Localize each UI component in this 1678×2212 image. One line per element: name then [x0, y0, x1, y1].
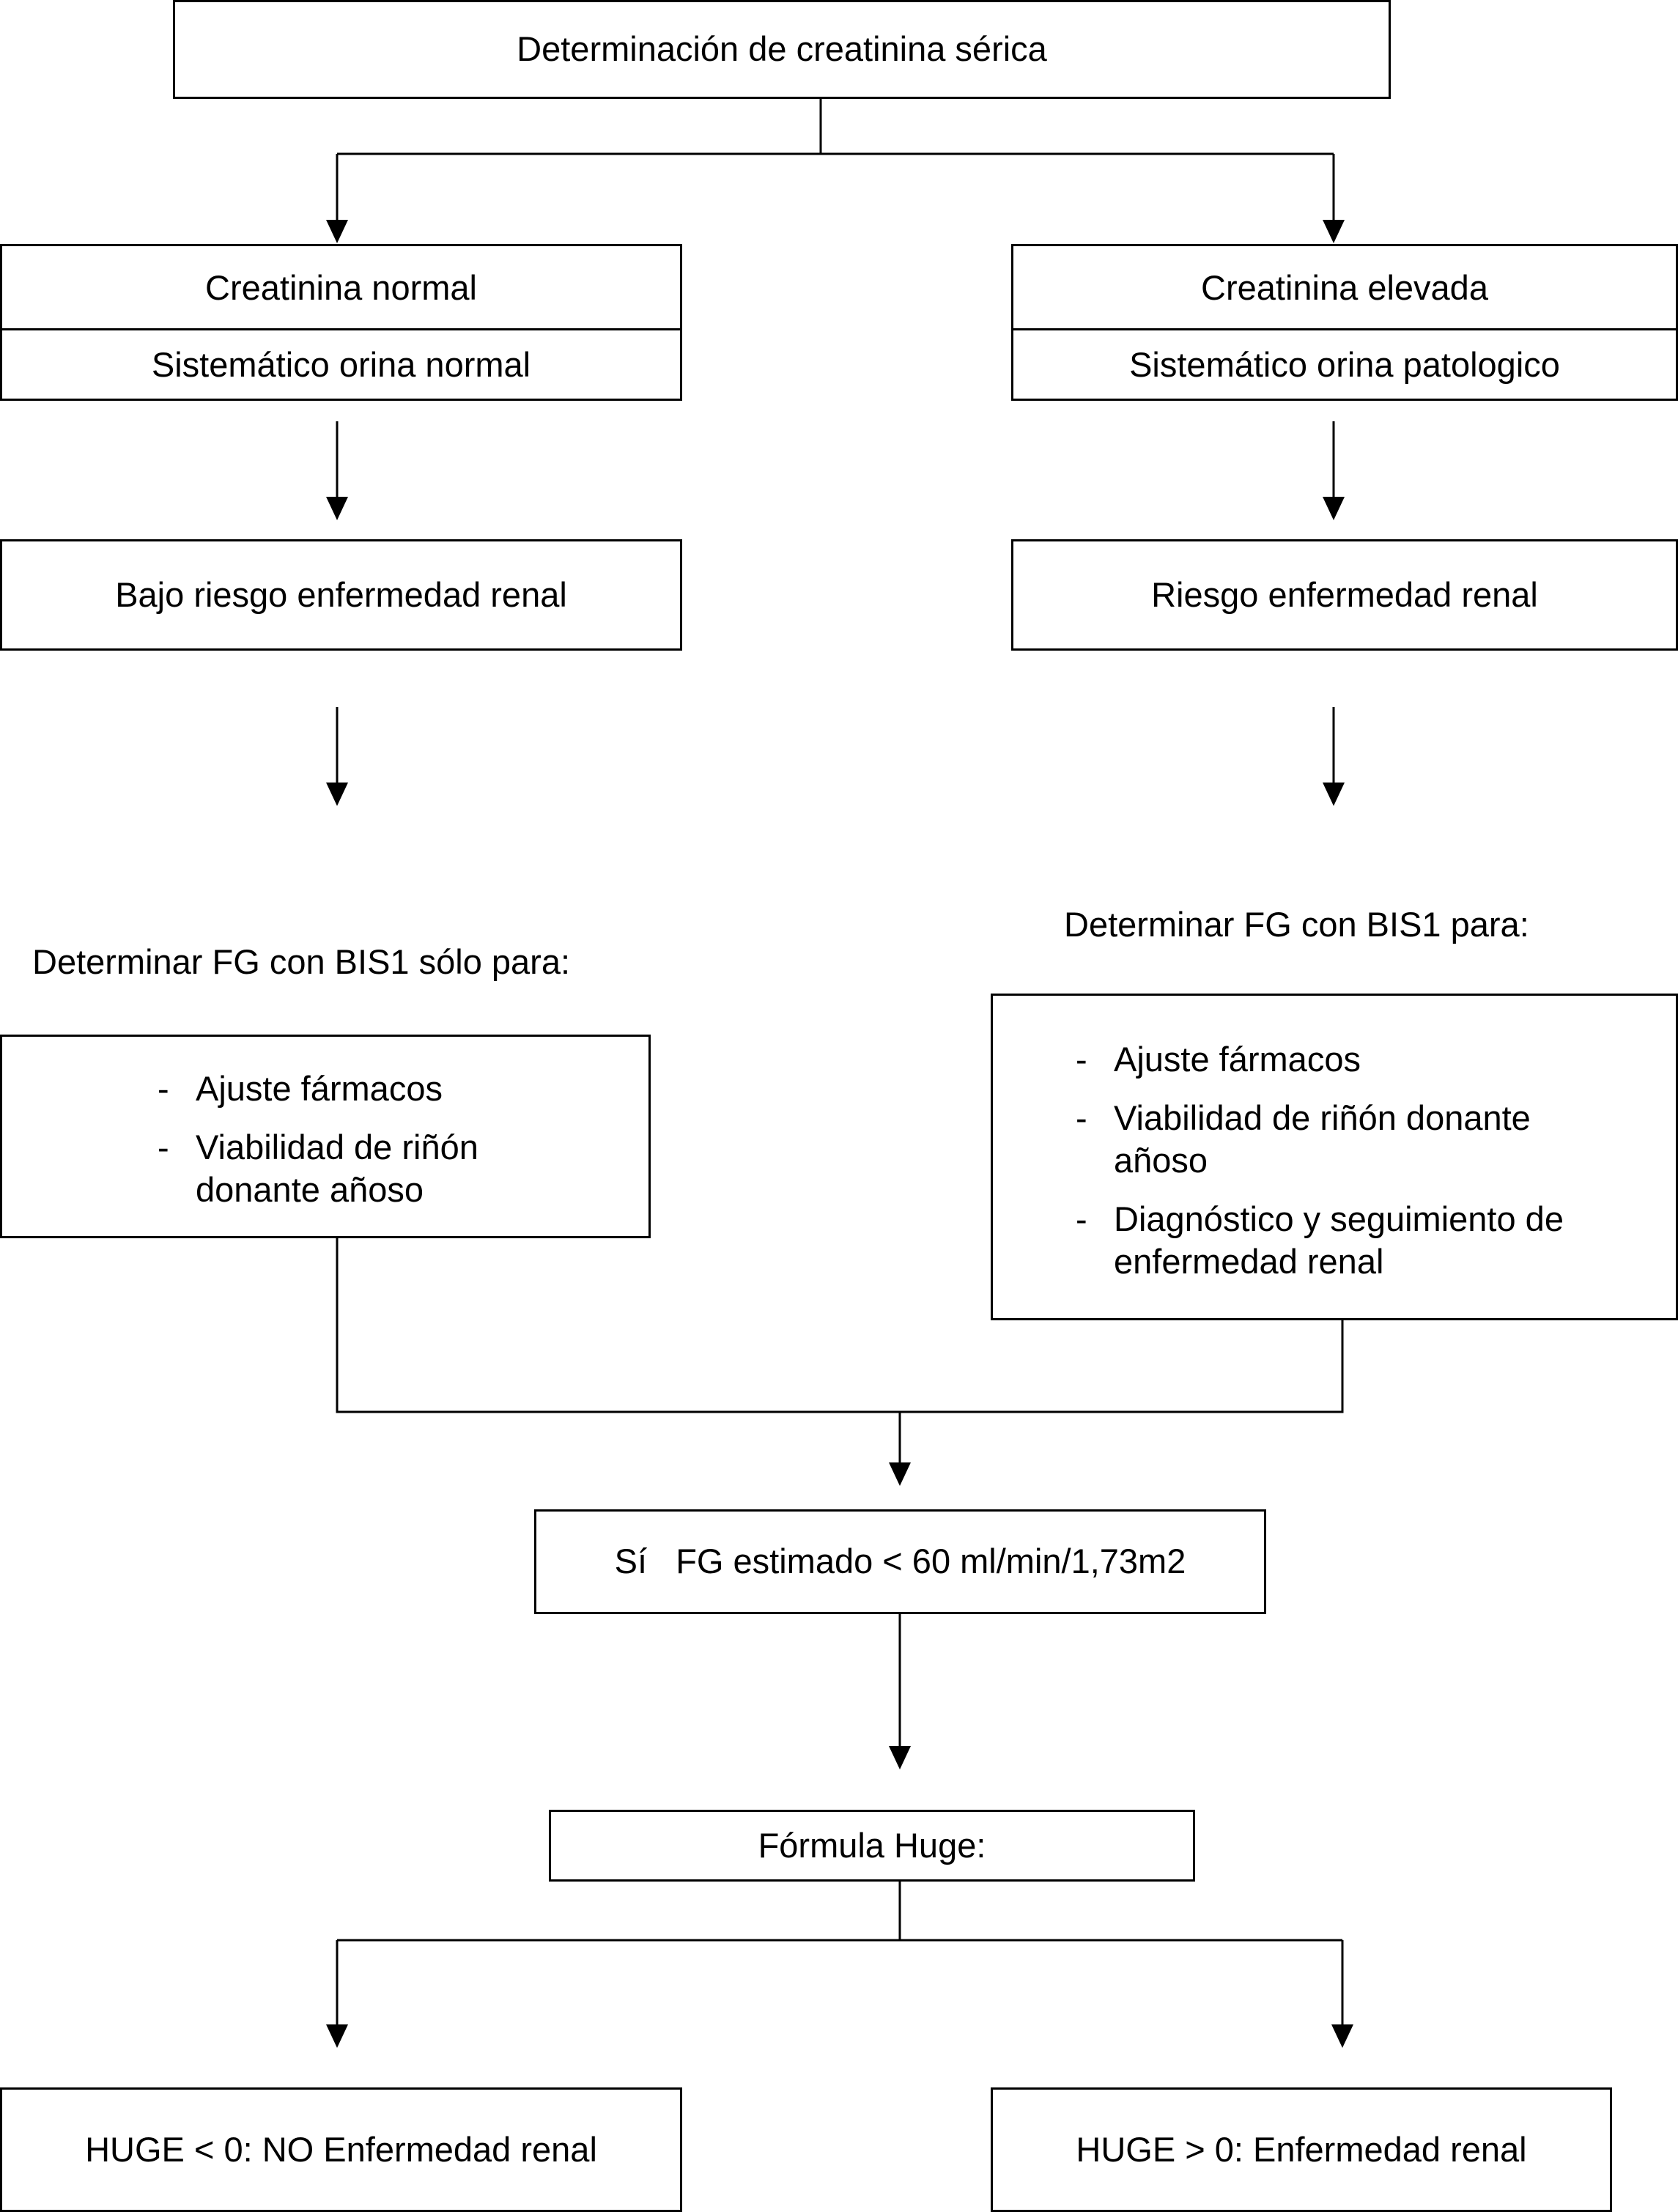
node-huge-text: Fórmula Huge: [758, 1825, 986, 1865]
node-left-top: Creatinina normal [2, 246, 680, 330]
arrowhead-root-right [1323, 220, 1345, 243]
node-left-bottom-text: Sistemático orina normal [151, 345, 531, 384]
node-right-top: Creatinina elevada [1013, 246, 1676, 330]
arrowhead-fg-to-huge [889, 1746, 911, 1769]
list-item: Ajuste fármacos [158, 1068, 634, 1110]
list-item: Viabilidad de riñón donante añoso [158, 1126, 547, 1211]
node-fg: Sí FG estimado < 60 ml/min/1,73m2 [534, 1509, 1266, 1614]
list-item: Viabilidad de riñón donante añoso [1076, 1097, 1619, 1182]
node-fg-text: Sí FG estimado < 60 ml/min/1,73m2 [614, 1542, 1186, 1581]
node-right-risk-text: Riesgo enfermedad renal [1151, 574, 1538, 614]
arrowhead-left-risk-down [326, 783, 348, 806]
arrowhead-merge [889, 1462, 911, 1486]
node-huge-positive: HUGE > 0: Enfermedad renal [991, 2087, 1612, 2212]
node-root: Determinación de creatinina sérica [173, 0, 1391, 99]
list-item: Ajuste fármacos [1076, 1038, 1661, 1081]
node-right-list: Ajuste fármacos Viabilidad de riñón dona… [991, 994, 1678, 1320]
node-left-bottom: Sistemático orina normal [2, 330, 680, 399]
arrowhead-right-risk-down [1323, 783, 1345, 806]
node-huge-negative: HUGE < 0: NO Enfermedad renal [0, 2087, 682, 2212]
node-huge: Fórmula Huge: [549, 1810, 1195, 1882]
arrowhead-root-left [326, 220, 348, 243]
node-left-list: Ajuste fármacos Viabilidad de riñón dona… [0, 1035, 651, 1238]
node-right-bottom: Sistemático orina patologico [1013, 330, 1676, 399]
node-left-top-text: Creatinina normal [205, 267, 477, 307]
label-left-determine: Determinar FG con BIS1 sólo para: [32, 942, 571, 981]
arrowhead-left-risk [326, 497, 348, 520]
node-left-risk-text: Bajo riesgo enfermedad renal [115, 574, 567, 614]
label-right-determine: Determinar FG con BIS1 para: [1064, 905, 1529, 944]
node-right-bottom-text: Sistemático orina patologico [1129, 345, 1560, 384]
node-right-criteria: Creatinina elevada Sistemático orina pat… [1011, 244, 1678, 401]
connector-merge-left [336, 1238, 1344, 1413]
node-huge-positive-text: HUGE > 0: Enfermedad renal [1076, 2129, 1527, 2169]
arrowhead-right-risk [1323, 497, 1345, 520]
node-right-top-text: Creatinina elevada [1201, 267, 1488, 307]
arrowhead-huge-left [326, 2024, 348, 2048]
node-left-criteria: Creatinina normal Sistemático orina norm… [0, 244, 682, 401]
node-right-risk: Riesgo enfermedad renal [1011, 539, 1678, 651]
arrowhead-huge-right [1331, 2024, 1353, 2048]
node-root-text: Determinación de creatinina sérica [517, 29, 1047, 69]
list-item: Diagnóstico y seguimiento de enfermedad … [1076, 1198, 1656, 1283]
node-left-risk: Bajo riesgo enfermedad renal [0, 539, 682, 651]
node-huge-negative-text: HUGE < 0: NO Enfermedad renal [85, 2129, 597, 2169]
